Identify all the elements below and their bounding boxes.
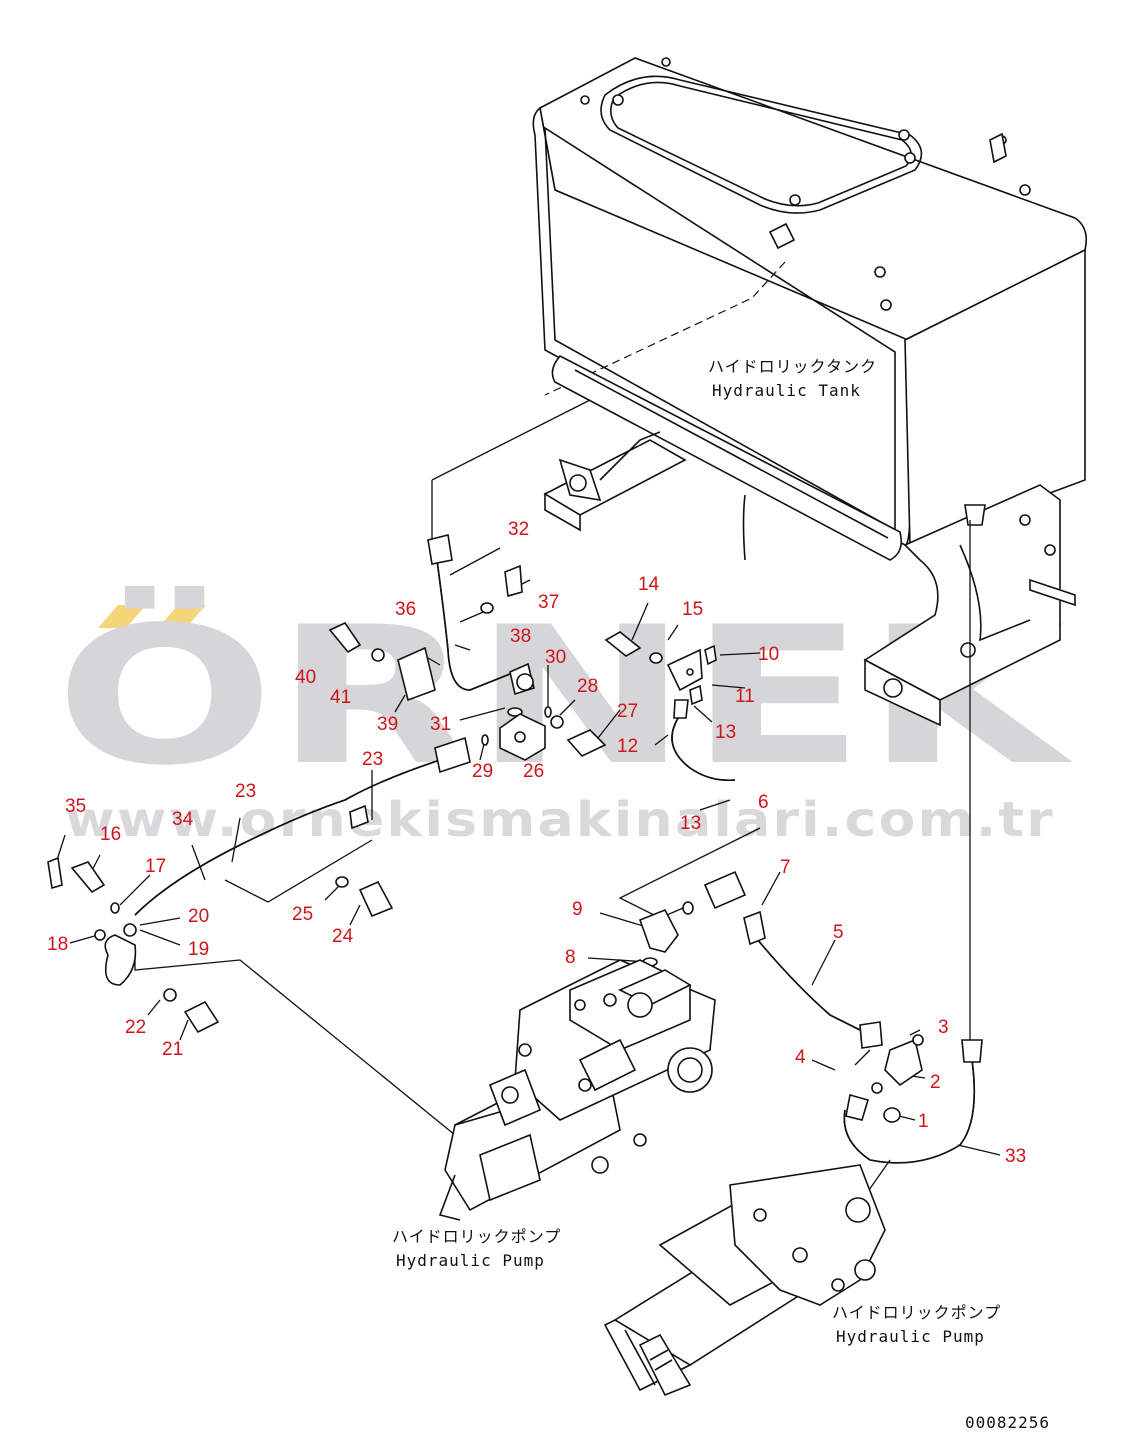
callout-41: 41	[330, 687, 351, 708]
callout-2: 2	[930, 1072, 941, 1093]
tank-label-english: Hydraulic Tank	[712, 381, 861, 400]
callout-10: 10	[758, 644, 779, 665]
callout-34: 34	[172, 809, 194, 830]
callout-13b: 13	[680, 813, 701, 834]
callout-40: 40	[295, 667, 316, 688]
callout-7: 7	[780, 857, 791, 878]
callout-33: 33	[1005, 1146, 1026, 1167]
callout-35: 35	[65, 796, 86, 817]
pump-secondary-label-english: Hydraulic Pump	[836, 1327, 985, 1346]
parts-16-22	[47, 856, 220, 1034]
callout-6: 6	[758, 792, 769, 813]
hydraulic-pump-secondary	[603, 1164, 886, 1397]
callout-38: 38	[510, 626, 531, 647]
parts-1-4	[871, 1034, 924, 1123]
callout-31: 31	[430, 714, 451, 735]
hose-33	[843, 1039, 983, 1164]
callout-9: 9	[572, 899, 583, 920]
callout-5: 5	[833, 922, 844, 943]
hose-5	[743, 910, 883, 1049]
callout-numbers: 1 2 3 4 5 6 7 8 9 10 11 12 13 13 14 15 1…	[47, 519, 1026, 1167]
callout-22: 22	[125, 1017, 146, 1038]
callout-12: 12	[617, 736, 638, 757]
callout-26: 26	[523, 761, 544, 782]
pump-main-label-english: Hydraulic Pump	[396, 1251, 545, 1270]
pump-main-label-japanese: ハイドロリックポンプ	[392, 1227, 561, 1246]
callout-1: 1	[918, 1111, 929, 1132]
hose-32	[427, 534, 535, 696]
callout-30: 30	[545, 647, 566, 668]
callout-19: 19	[188, 939, 209, 960]
callout-21: 21	[162, 1039, 183, 1060]
callout-27: 27	[617, 701, 638, 722]
parts-6-9	[638, 870, 747, 967]
parts-24-25	[335, 876, 394, 918]
callout-37: 37	[538, 592, 559, 613]
hydraulic-pump-main	[438, 959, 716, 1221]
watermark-url: www.ornekismakinalari.com.tr	[65, 792, 1055, 848]
callout-11: 11	[735, 686, 755, 707]
hydraulic-tank	[532, 57, 1088, 727]
callout-28: 28	[577, 676, 598, 697]
callout-18: 18	[47, 934, 68, 955]
callout-32: 32	[508, 519, 529, 540]
callout-29: 29	[472, 761, 493, 782]
callout-36: 36	[395, 599, 416, 620]
callout-23a: 23	[362, 749, 383, 770]
callout-13a: 13	[715, 722, 736, 743]
callout-15: 15	[682, 599, 703, 620]
callout-16: 16	[100, 824, 121, 845]
callout-24: 24	[332, 926, 354, 947]
callout-3: 3	[938, 1017, 949, 1038]
hose-23-34	[134, 736, 471, 916]
callout-17: 17	[145, 856, 166, 877]
tank-label-japanese: ハイドロリックタンク	[708, 357, 877, 376]
callout-39: 39	[377, 714, 398, 735]
parts-10-15	[604, 631, 717, 706]
watermark-accent-mark-left	[98, 605, 146, 628]
callout-25: 25	[292, 904, 313, 925]
callout-14: 14	[638, 574, 660, 595]
callout-23b: 23	[235, 781, 256, 802]
watermark-accent-mark-right	[158, 605, 206, 628]
pump-secondary-label-japanese: ハイドロリックポンプ	[832, 1303, 1001, 1322]
hose-12	[671, 699, 736, 782]
callout-4: 4	[795, 1047, 806, 1068]
small-fittings-top	[328, 564, 607, 761]
callout-8: 8	[565, 947, 576, 968]
drawing-number: 00082256	[965, 1413, 1050, 1432]
callout-20: 20	[188, 906, 209, 927]
